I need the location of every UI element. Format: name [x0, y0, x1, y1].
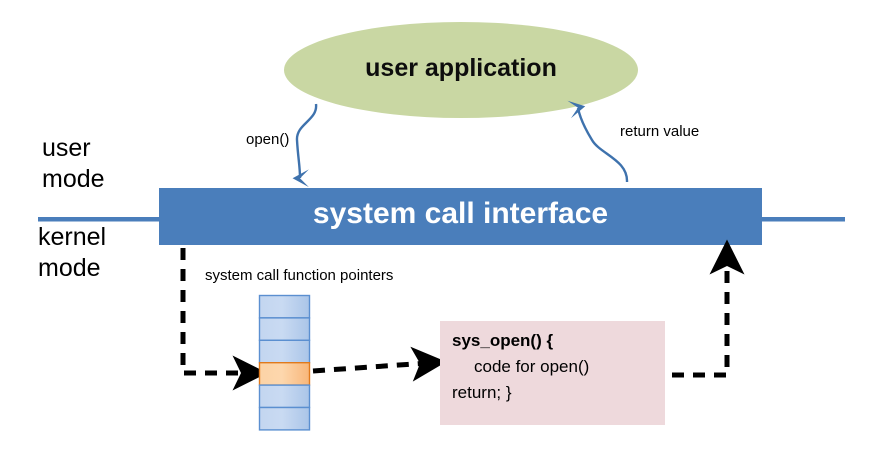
pointer-cell-2[interactable]: [258, 339, 311, 364]
pointer-cell-4[interactable]: [258, 384, 311, 409]
mode-divider-line-left: [38, 217, 160, 222]
user-mode-line2: mode: [42, 164, 105, 193]
user-mode-line1: user: [42, 134, 91, 162]
return-dashed-arrow: [672, 239, 745, 378]
code-box-text: sys_open() { code for open() return; }: [452, 328, 662, 405]
code-box-line-2: code for open(): [474, 356, 590, 376]
dispatch-dashed-arrow: [180, 248, 268, 391]
function-pointer-table: [258, 294, 311, 431]
open-call-arrow: [292, 103, 318, 188]
code-box: [440, 321, 665, 425]
pointer-cell-5[interactable]: [258, 406, 311, 431]
user-application-label: user application: [365, 54, 557, 82]
return-value-label: return value: [620, 123, 700, 140]
pointer-cell-1[interactable]: [258, 317, 311, 341]
system-call-interface-bar: [159, 188, 762, 245]
handler-dashed-arrow: [312, 346, 447, 382]
user-application-ellipse: [284, 22, 638, 118]
code-box-line-1: sys_open() {: [452, 331, 554, 350]
pointer-cell-3-selected[interactable]: [258, 362, 311, 386]
system-call-interface-label: system call interface: [312, 197, 609, 230]
mode-divider-line-right: [761, 217, 845, 222]
function-pointers-caption: system call function pointers: [205, 267, 394, 284]
kernel-mode-line1: kernel: [38, 223, 107, 251]
open-call-label: open(): [246, 131, 290, 148]
pointer-cell-0[interactable]: [258, 294, 311, 319]
return-value-arrow: [567, 100, 629, 183]
kernel-mode-line2: mode: [38, 253, 101, 282]
code-box-line-3: return; }: [452, 382, 512, 402]
